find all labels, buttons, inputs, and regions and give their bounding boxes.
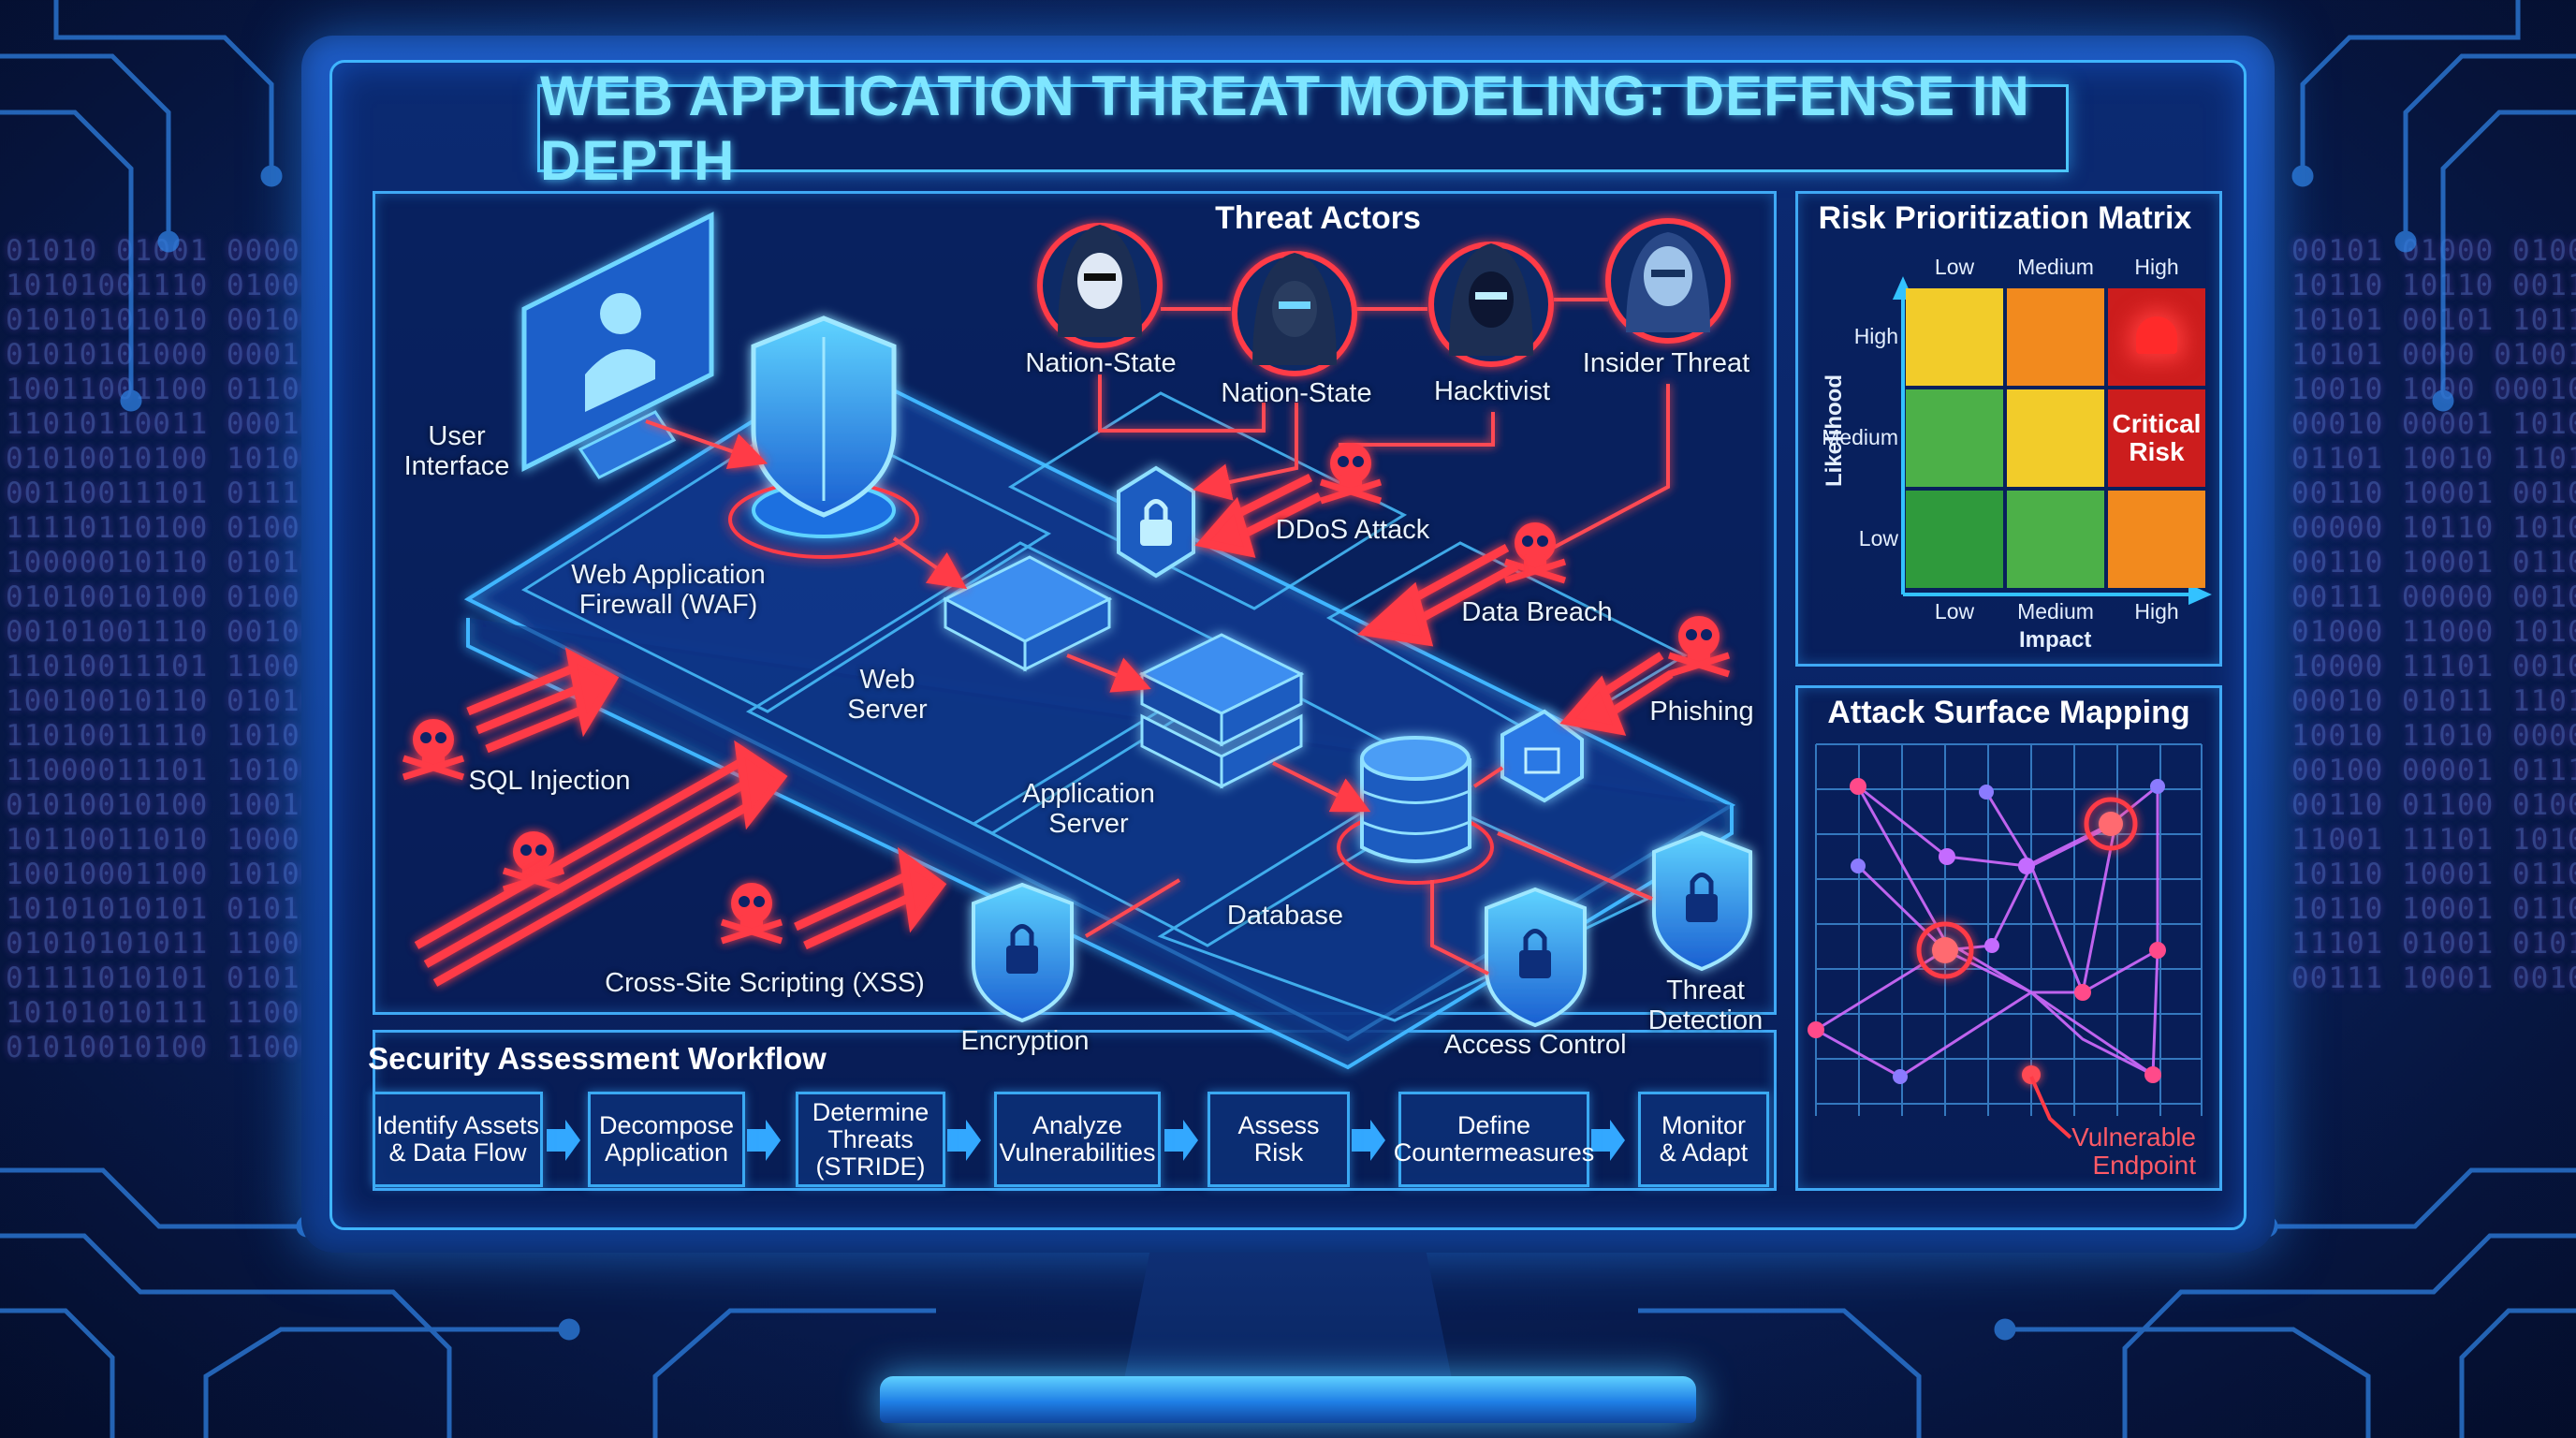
- attack-surface-links: [1813, 785, 2159, 1078]
- title-banner: WEB APPLICATION THREAT MODELING: DEFENSE…: [537, 65, 2069, 192]
- encryption-shield-icon: [972, 882, 1074, 1023]
- arrow-phishing-icon: [1559, 652, 1674, 736]
- threat-actors-title: Threat Actors: [1215, 200, 1421, 236]
- risk-y-tick-low: Low: [1858, 526, 1898, 550]
- waf-shield-icon: [728, 315, 919, 559]
- arrow-xss-icon: [794, 846, 947, 950]
- risk-matrix-xlabel: Impact: [2019, 627, 2092, 653]
- attack-surface-nodes: [1808, 778, 2166, 1139]
- critical-risk-label: Critical Risk: [2112, 409, 2202, 466]
- skull-xss-icon: [720, 883, 783, 945]
- application-server-label: Application Server: [1022, 779, 1155, 839]
- web-server-label: Web Server: [847, 665, 928, 725]
- skull-data-breach-icon: [1503, 522, 1567, 584]
- attack-surface-grid: [1815, 743, 2203, 1116]
- threat-actor-circles: [1037, 218, 1731, 376]
- vulnerable-node-icon: [1916, 797, 2138, 1084]
- database-label: Database: [1226, 901, 1344, 931]
- encryption-label: Encryption: [960, 1026, 1090, 1056]
- xss-label: Cross-Site Scripting (XSS): [605, 968, 925, 998]
- sql-injection-label: SQL Injection: [468, 766, 631, 796]
- user-interface-monitor-icon: [521, 211, 714, 479]
- workflow-title: Security Assessment Workflow: [368, 1041, 827, 1076]
- risk-cell-low-low: [1906, 491, 2003, 588]
- actor-label-nation-state-2: Nation-State: [1221, 378, 1372, 408]
- monitor-neck: [1123, 1253, 1453, 1384]
- application-server-icon: [1138, 633, 1305, 789]
- workflow-step-identify: Identify Assets & Data Flow: [373, 1092, 543, 1187]
- waf-label: Web Application Firewall (WAF): [571, 560, 766, 620]
- access-control-label: Access Control: [1443, 1030, 1627, 1060]
- threat-detection-shield-icon: [1652, 830, 1752, 972]
- attack-surface-title: Attack Surface Mapping: [1827, 695, 2190, 730]
- binary-code-right: 00101 01000 01001 10110 10110 00110 1010…: [2291, 234, 2576, 995]
- arrow-data-breach-icon: [1356, 544, 1519, 647]
- attack-surface-panel: [1795, 685, 2222, 1191]
- risk-x-tick-top-high: High: [2134, 255, 2179, 279]
- risk-cell-high-low: [1906, 288, 2003, 386]
- risk-cell-low-high: [2108, 491, 2205, 588]
- risk-cell-high-medium: [2007, 288, 2104, 386]
- workflow-step-monitor: Monitor & Adapt: [1638, 1092, 1769, 1187]
- alarm-siren-icon: [2136, 316, 2177, 354]
- actor-label-hacktivist: Hacktivist: [1433, 376, 1551, 406]
- actor-label-nation-state-1: Nation-State: [1025, 348, 1177, 378]
- attack-arrows: [414, 473, 1674, 987]
- risk-x-tick-low: Low: [1934, 599, 1975, 624]
- workflow-step-determine-threats: Determine Threats (STRIDE): [796, 1092, 945, 1187]
- ddos-attack-label: DDoS Attack: [1275, 515, 1430, 545]
- risk-y-tick-medium: Medium: [1822, 425, 1898, 449]
- arrow-attack-2-icon: [414, 740, 788, 987]
- database-icon: [1337, 736, 1494, 885]
- risk-x-tick-medium: Medium: [2017, 599, 2094, 624]
- web-server-icon: [942, 555, 1113, 672]
- skull-sql-injection-icon: [402, 719, 465, 781]
- threat-detection-label: Threat Detection: [1647, 976, 1764, 1035]
- data-breach-label: Data Breach: [1461, 597, 1613, 627]
- risk-x-tick-high: High: [2134, 599, 2179, 624]
- risk-cell-medium-low: [1906, 389, 2003, 487]
- workflow-step-analyze: Analyze Vulnerabilities: [994, 1092, 1161, 1187]
- risk-matrix-ylabel: Likelihood: [1822, 374, 1847, 487]
- access-control-shield-icon: [1485, 887, 1587, 1028]
- threat-detection-gem-icon: [1500, 709, 1584, 803]
- workflow-step-countermeasures: Define Countermeasures: [1394, 1092, 1594, 1187]
- risk-cell-low-medium: [2007, 491, 2104, 588]
- vulnerable-endpoint-label: Vulnerable Endpoint: [2071, 1123, 2196, 1180]
- risk-cell-medium-high: [2108, 389, 2205, 487]
- monitor-base: [880, 1376, 1696, 1423]
- risk-matrix-title: Risk Prioritization Matrix: [1818, 200, 2192, 236]
- skull-phishing-icon: [1667, 616, 1731, 678]
- arrow-sql-injection-icon: [466, 647, 620, 754]
- phishing-label: Phishing: [1649, 697, 1754, 726]
- workflow-step-assess-risk: Assess Risk: [1208, 1092, 1350, 1187]
- actor-hacktivist-icon: [1428, 242, 1554, 367]
- actor-nation-state-2-icon: [1232, 251, 1357, 376]
- user-interface-label: User Interface: [403, 421, 510, 481]
- skull-ddos-icon: [1319, 443, 1383, 505]
- actor-nation-state-1-icon: [1037, 223, 1163, 348]
- page-title: WEB APPLICATION THREAT MODELING: DEFENSE…: [540, 65, 2030, 192]
- risk-y-tick-high: High: [1853, 324, 1898, 348]
- firewall-lock-icon: [1117, 465, 1195, 579]
- risk-x-tick-top-low: Low: [1934, 255, 1975, 279]
- risk-matrix-axes: [1892, 276, 2212, 606]
- risk-x-tick-top-medium: Medium: [2017, 255, 2094, 279]
- workflow-step-decompose: Decompose Application: [588, 1092, 745, 1187]
- actor-label-insider-threat: Insider Threat: [1582, 348, 1750, 378]
- risk-cell-medium-medium: [2007, 389, 2104, 487]
- workflow-arrows: [547, 1120, 1625, 1161]
- arrow-ddos-icon: [1194, 473, 1323, 558]
- skull-icons: [402, 443, 1731, 945]
- actor-insider-threat-icon: [1605, 218, 1731, 344]
